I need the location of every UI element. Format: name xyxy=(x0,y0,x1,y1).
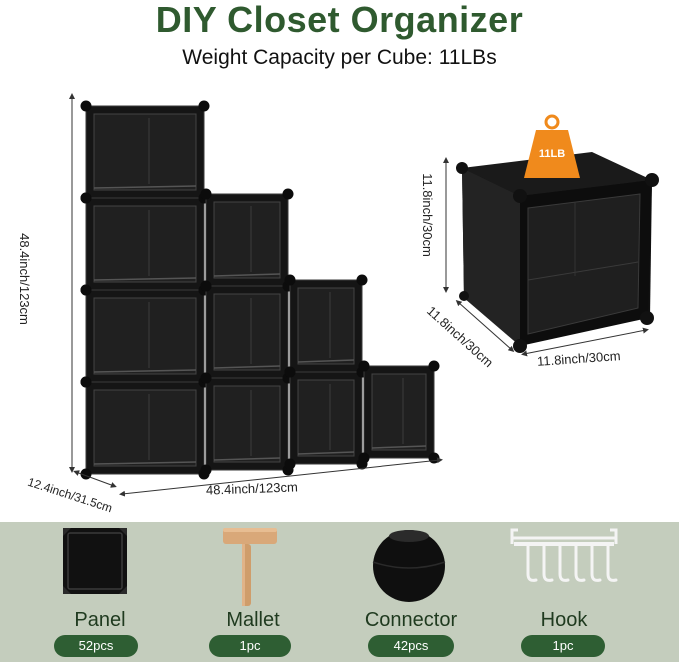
cube-inner-edge xyxy=(527,261,639,281)
part-panel: Panel 52pcs xyxy=(30,522,170,662)
part-qty-hook: 1pc xyxy=(521,635,605,657)
cube-connector xyxy=(640,311,654,325)
part-name-hook: Hook xyxy=(540,609,588,631)
cube-connector xyxy=(459,291,469,301)
organizer-cube-shelf xyxy=(297,451,355,455)
organizer-connector xyxy=(284,366,296,378)
organizer-cube-opening xyxy=(93,113,197,191)
organizer-connector xyxy=(428,452,440,464)
organizer-cube-opening xyxy=(213,293,281,371)
cube-connector xyxy=(645,173,659,187)
organizer-cube-shelf xyxy=(213,365,281,369)
organizer-cube-shelf xyxy=(93,185,197,189)
organizer-cube-opening xyxy=(93,297,197,375)
part-qty-mallet: 1pc xyxy=(209,635,291,657)
organizer-connector xyxy=(80,376,92,388)
cube-connector xyxy=(513,339,527,353)
organizer-cube-opening xyxy=(93,205,197,283)
organizer-cube-opening xyxy=(213,201,281,279)
organizer-connector xyxy=(200,464,212,476)
parts-list: Panel 52pcs Mallet 1pc Connector 42pcs xyxy=(0,522,679,662)
weight-badge-label: 11LB xyxy=(539,148,565,160)
organizer-connector xyxy=(282,188,294,200)
depth-dimension-line xyxy=(73,470,117,488)
cube-height-dimension-label: 11.8inch/30cm xyxy=(419,173,435,257)
panel-icon xyxy=(63,528,127,594)
single-cube: 11LB xyxy=(456,114,659,353)
organizer-cube-shelf xyxy=(93,277,197,281)
organizer-cube-opening xyxy=(297,287,355,365)
organizer-connector xyxy=(284,274,296,286)
width-dimension-line xyxy=(119,457,443,497)
organizer-cube-shelf xyxy=(213,273,281,277)
part-name-mallet: Mallet xyxy=(226,609,280,631)
organizer-connector xyxy=(80,100,92,112)
organizer-cube-opening xyxy=(297,379,355,457)
organizer-connector xyxy=(358,360,370,372)
organizer-connector xyxy=(356,274,368,286)
organizer-cube-shelf xyxy=(93,369,197,373)
part-mallet: Mallet 1pc xyxy=(183,522,323,662)
organizer-cube-shelf xyxy=(297,359,355,363)
page-title: DIY Closet Organizer xyxy=(155,0,524,40)
weight-capacity-subtitle: Weight Capacity per Cube: 11LBs xyxy=(182,46,497,69)
organizer-connector xyxy=(428,360,440,372)
cube-connector xyxy=(456,162,468,174)
cube-left-panel xyxy=(462,168,520,346)
part-connector: Connector 42pcs xyxy=(341,522,481,662)
cube-opening xyxy=(527,193,641,335)
connector-icon xyxy=(372,530,446,602)
part-qty-panel: 52pcs xyxy=(54,635,138,657)
organizer-connector xyxy=(358,452,370,464)
hook-icon xyxy=(510,528,618,582)
cube-depth-dimension-line xyxy=(455,300,515,352)
organizer-connector xyxy=(198,100,210,112)
part-qty-connector: 42pcs xyxy=(368,635,454,657)
organizer-cube-opening xyxy=(93,389,197,467)
cube-width-dimension-line xyxy=(521,327,649,357)
product-illustration: 11LB xyxy=(69,93,659,497)
organizer-connector xyxy=(284,458,296,470)
organizer-cube-opening xyxy=(213,385,281,463)
part-name-connector: Connector xyxy=(364,609,458,631)
cube-connector xyxy=(513,189,527,203)
organizer-connector xyxy=(200,372,212,384)
part-hook: Hook 1pc xyxy=(494,522,634,662)
organizer-connector xyxy=(80,192,92,204)
organizer-connector xyxy=(200,188,212,200)
organizer-connector xyxy=(80,284,92,296)
part-name-panel: Panel xyxy=(74,609,126,631)
organizer-cube-opening xyxy=(371,373,427,451)
mallet-icon xyxy=(223,528,277,606)
organizer-cube-shelf xyxy=(371,445,427,449)
staircase-organizer xyxy=(80,100,440,480)
organizer-connector xyxy=(200,280,212,292)
weight-badge-icon: 11LB xyxy=(524,114,580,178)
height-dimension-label: 48.4inch/123cm xyxy=(16,233,32,325)
